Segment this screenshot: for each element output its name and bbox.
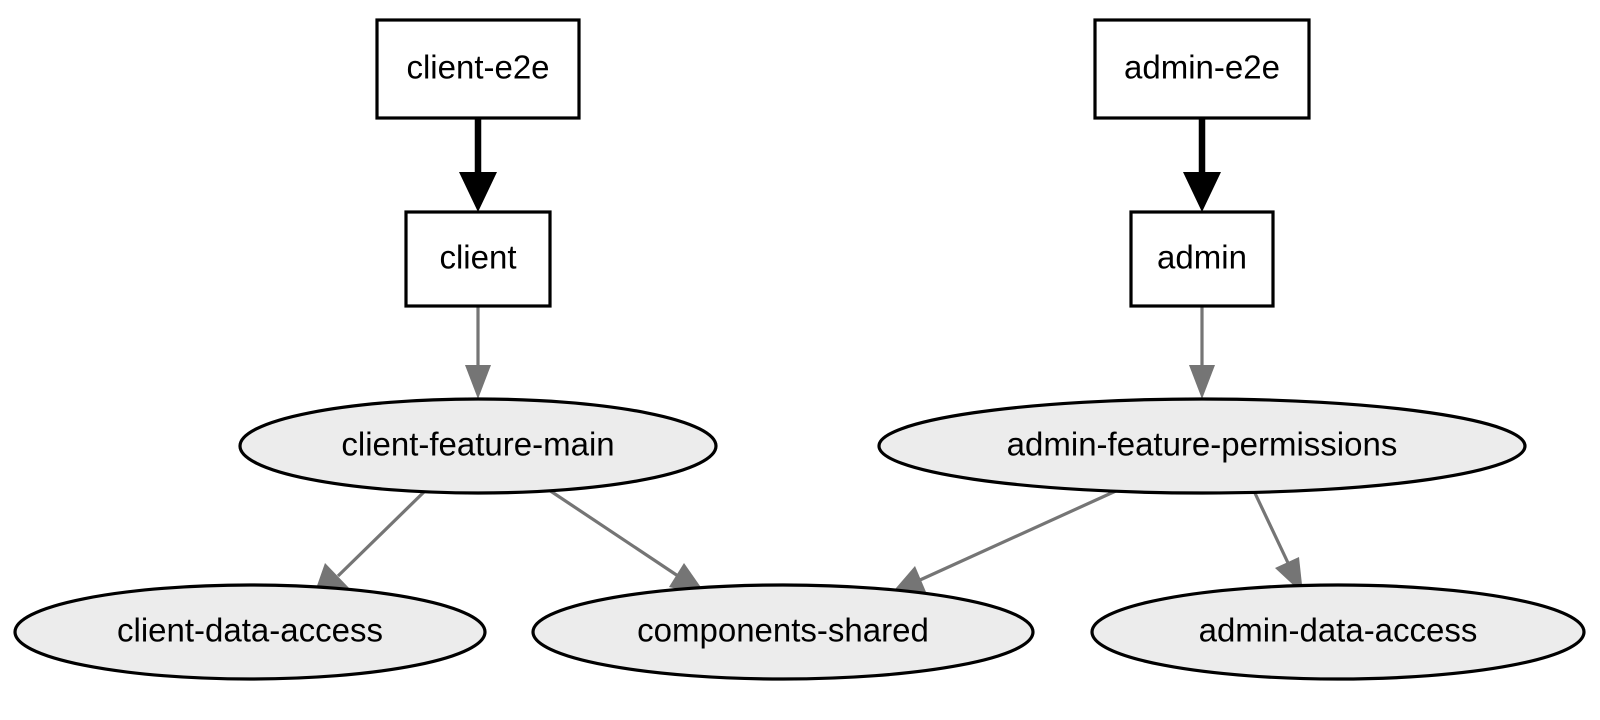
node-client-data-access[interactable]: client-data-access — [13, 583, 487, 681]
node-admin[interactable]: admin — [1129, 210, 1275, 308]
edge-admin-feature-permissions-to-components-shared[interactable] — [890, 488, 1119, 595]
node-client-feature-main[interactable]: client-feature-main — [238, 397, 718, 495]
node-client-e2e[interactable]: client-e2e — [375, 18, 581, 120]
edge-client-e2e-to-client[interactable] — [459, 117, 497, 212]
node-admin-feature-permissions[interactable]: admin-feature-permissions — [877, 397, 1527, 495]
node-admin-data-access[interactable]: admin-data-access — [1090, 583, 1586, 681]
edge-client-feature-main-to-client-data-access[interactable] — [312, 487, 429, 600]
edge-admin-feature-permissions-to-admin-data-access[interactable] — [1251, 488, 1303, 594]
edge-admin-e2e-to-admin[interactable] — [1183, 117, 1221, 212]
edge-client-to-client-feature-main[interactable] — [465, 306, 491, 399]
node-client[interactable]: client — [404, 210, 552, 308]
edge-admin-to-admin-feature-permissions[interactable] — [1189, 306, 1215, 399]
node-components-shared[interactable]: components-shared — [531, 583, 1035, 681]
edge-client-feature-main-to-components-shared[interactable] — [545, 486, 707, 596]
node-admin-e2e[interactable]: admin-e2e — [1093, 18, 1311, 120]
